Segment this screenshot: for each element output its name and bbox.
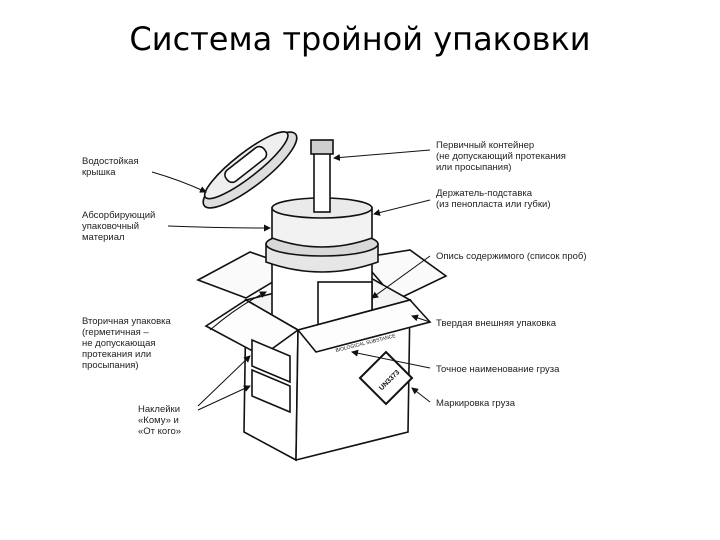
- leader-contents: [371, 255, 431, 299]
- leader-cargo-name: [351, 349, 431, 369]
- sticker-to: [251, 338, 291, 384]
- marking-diamond: [358, 350, 414, 406]
- leader-primary: [333, 149, 431, 161]
- label-cargo-name: Точное наименование груза: [436, 364, 560, 375]
- leader-lid: [151, 171, 207, 193]
- slide-title: Система тройной упаковки: [129, 20, 591, 58]
- leader-sticker-from: [197, 385, 251, 411]
- waterproof-lid: [202, 131, 298, 209]
- label-outer-packaging: Твердая внешняя упаковка: [436, 318, 557, 329]
- leader-holder: [373, 199, 431, 216]
- leader-marking: [411, 387, 431, 403]
- label-primary-container: Первичный контейнер (не допускающий прот…: [436, 140, 566, 173]
- leader-absorbent: [167, 224, 271, 232]
- holder-body: [271, 207, 373, 248]
- primary-container-tube: [313, 149, 331, 213]
- label-cargo-marking: Маркировка груза: [436, 398, 515, 409]
- leader-secondary: [209, 291, 267, 331]
- sticker-from: [251, 368, 291, 414]
- label-absorbent-material: Абсорбирующий упаковочный материал: [82, 210, 156, 243]
- label-holder: Держатель-подставка (из пенопласта или г…: [436, 188, 551, 210]
- leader-outer: [411, 314, 431, 323]
- primary-container-cap: [310, 139, 334, 155]
- label-contents-list: Опись содержимого (список проб): [436, 251, 587, 262]
- label-stickers: Наклейки «Кому» и «От кого»: [138, 404, 182, 437]
- leader-sticker-to: [197, 355, 251, 407]
- label-waterproof-lid: Водостойкая крышка: [82, 156, 139, 178]
- label-secondary-packaging: Вторичная упаковка (герметичная – не доп…: [82, 316, 171, 371]
